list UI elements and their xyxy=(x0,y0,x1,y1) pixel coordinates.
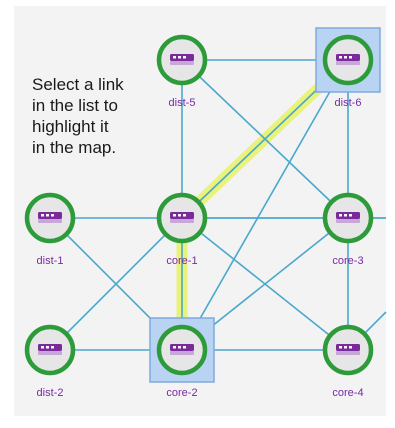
node-core-1[interactable]: core-1 xyxy=(156,192,208,267)
node-dist-6[interactable]: dist-6 xyxy=(315,27,381,109)
node-label: dist-2 xyxy=(37,387,64,399)
node-layer: dist-5 dist-6 dist-1 core-1 core-3 dist-2 core… xyxy=(24,27,381,399)
link-dist-6-core-2[interactable] xyxy=(181,59,349,351)
node-label: core-4 xyxy=(332,387,363,399)
router-icon xyxy=(336,344,360,355)
router-icon xyxy=(336,212,360,223)
router-icon xyxy=(170,212,194,223)
node-core-4[interactable]: core-4 xyxy=(322,324,374,399)
node-label: core-3 xyxy=(332,255,363,267)
router-icon xyxy=(38,212,62,223)
router-icon xyxy=(336,54,360,65)
instructions-text: Select a link in the list to highlight i… xyxy=(32,74,182,158)
node-label: dist-1 xyxy=(37,255,64,267)
node-core-2[interactable]: core-2 xyxy=(149,317,215,399)
router-icon xyxy=(170,344,194,355)
node-dist-2[interactable]: dist-2 xyxy=(24,324,76,399)
instructions-line: in the list to xyxy=(32,96,118,115)
node-label: core-1 xyxy=(166,255,197,267)
node-label: core-2 xyxy=(166,387,197,399)
link-core-1-dist-2[interactable] xyxy=(49,217,183,351)
router-icon xyxy=(170,54,194,65)
node-core-3[interactable]: core-3 xyxy=(322,192,374,267)
node-label: dist-6 xyxy=(335,97,362,109)
node-dist-5[interactable]: dist-5 xyxy=(156,34,208,109)
node-dist-1[interactable]: dist-1 xyxy=(24,192,76,267)
instructions-line: in the map. xyxy=(32,138,117,157)
instructions-line: highlight it xyxy=(32,117,109,136)
instructions-line: Select a link xyxy=(32,75,124,94)
router-icon xyxy=(38,344,62,355)
node-label: dist-5 xyxy=(169,97,196,109)
